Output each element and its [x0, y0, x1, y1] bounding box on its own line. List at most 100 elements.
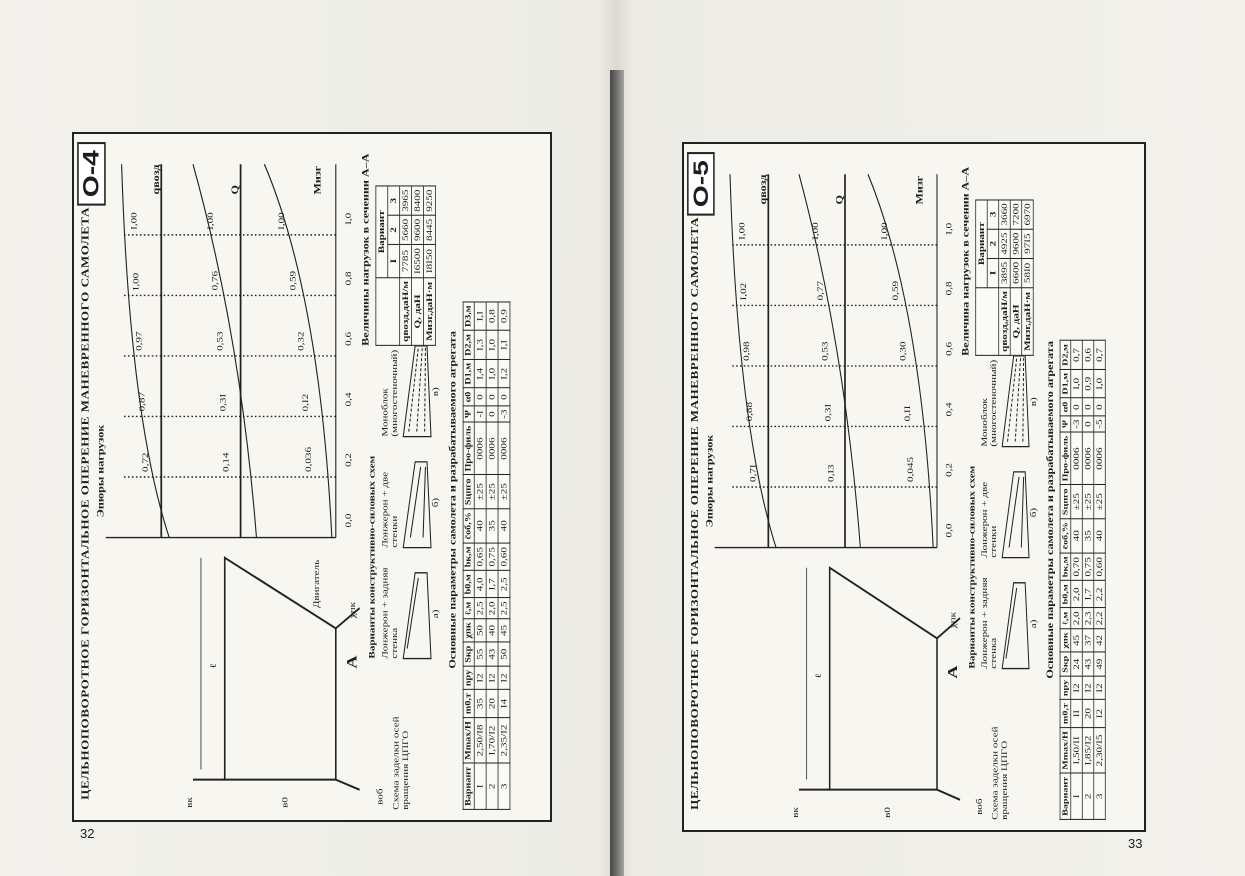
- bk-label: вк: [791, 807, 801, 818]
- loads-col-header: 2: [387, 215, 400, 245]
- qvozd-val-3: 0,97: [134, 331, 144, 351]
- params-cell: I,0: [1093, 369, 1106, 399]
- loads-section-title: Величина нагрузок в сечении А–А: [960, 166, 971, 356]
- loads-cell: 6600: [1010, 258, 1022, 288]
- tick-5: I,0: [343, 212, 354, 225]
- params-cell: 20: [486, 689, 499, 718]
- params-cell: I,4: [474, 359, 487, 389]
- loads-section-title: Величины нагрузок в сечении А–А: [359, 153, 371, 346]
- params-cell: I4: [498, 689, 510, 718]
- params-cell: ±25: [486, 474, 499, 509]
- m-val-5: I,00: [277, 212, 287, 230]
- params-cell: 40: [474, 508, 487, 543]
- l-label: ℓ: [208, 663, 219, 669]
- qvozd-label: qвозд: [757, 174, 769, 205]
- variant-b-label: Лонжерон + две стенки: [380, 471, 400, 548]
- params-cell: I,70/I2: [486, 717, 499, 764]
- qvozd-val-2: 0,87: [137, 392, 147, 412]
- params-cell: 42: [1093, 628, 1106, 653]
- main-params-title: Основные параметры самолета и разрабатыв…: [446, 331, 458, 669]
- params-cell: -I: [474, 405, 487, 423]
- params-cell: I: [1070, 773, 1083, 820]
- params-cell: -3: [498, 405, 510, 423]
- params-cell: 0: [1093, 398, 1106, 416]
- params-cell: 35: [486, 508, 499, 543]
- params-cell: 2,0: [486, 597, 499, 619]
- tick-5: I,0: [944, 222, 954, 235]
- params-cell: ±25: [1093, 484, 1106, 519]
- params-header-cell: Про-филь: [1060, 432, 1071, 485]
- tick-2: 0,4: [944, 402, 954, 417]
- q-val-5: I,00: [811, 222, 821, 240]
- params-cell: ±25: [498, 474, 510, 509]
- params-cell: I: [474, 763, 487, 810]
- rotated-sheet: ЦЕЛЬНОПОВОРОТНОЕ ГОРИЗОНТАЛЬНОЕ ОПЕРЕНИЕ…: [684, 144, 1144, 830]
- m-val-2: 0,II: [903, 405, 913, 422]
- params-header-cell: Про-филь: [463, 422, 475, 475]
- params-cell: 0,60: [1093, 552, 1106, 581]
- params-cell: 0006: [1070, 432, 1083, 485]
- loads-variant-header: Вариант: [375, 186, 388, 278]
- tick-4: 0,8: [944, 281, 954, 296]
- params-cell: I,I: [498, 330, 510, 360]
- params-cell: 0: [1082, 415, 1094, 433]
- params-header-cell: Mmax/H: [1060, 727, 1071, 774]
- params-cell: 2,0: [1070, 607, 1083, 629]
- bob-label: воб: [375, 788, 385, 805]
- q-val-2: 0,3I: [823, 403, 833, 422]
- params-cell: 35: [1082, 518, 1094, 553]
- params-cell: 0,9: [1082, 369, 1094, 399]
- params-cell: 2,35/I2: [498, 717, 510, 764]
- variant-a-label: Лонжерон + задняя стенка: [380, 567, 400, 659]
- planform-diagram: [714, 173, 961, 801]
- loads-col-header: 2: [987, 229, 999, 259]
- params-header-cell: Вариант: [1060, 773, 1071, 820]
- params-cell: I2: [474, 666, 487, 690]
- loads-variant-header: Вариант: [975, 199, 988, 288]
- params-cell: I,I: [474, 301, 487, 331]
- params-cell: 3: [1093, 773, 1106, 820]
- params-cell: 2,50/I8: [474, 717, 487, 764]
- params-cell: 3: [498, 763, 510, 810]
- params-cell: 0: [1070, 398, 1083, 416]
- params-header-cell: D1,м: [1060, 369, 1071, 399]
- loads-row-name: qвозд,даН/м: [998, 287, 1011, 356]
- book-gutter: [610, 70, 624, 876]
- loads-col-header: 3: [387, 186, 400, 216]
- params-cell: ±25: [1082, 484, 1094, 519]
- params-cell: I2: [1093, 699, 1106, 728]
- params-cell: 40: [1093, 518, 1106, 553]
- params-cell: 50: [498, 642, 510, 667]
- params-cell: 0,6: [1082, 340, 1094, 370]
- planform-diagram: [105, 163, 361, 791]
- tick-0: 0,0: [944, 523, 954, 538]
- params-header-cell: Sцпго: [1060, 484, 1071, 519]
- params-cell: I,50/II: [1070, 727, 1083, 774]
- loads-col-header: 3: [987, 199, 999, 230]
- params-header-cell: α0: [1060, 398, 1071, 416]
- params-cell: 35: [474, 689, 487, 718]
- main-params-title: Основные параметры самолета и разрабатыв…: [1044, 341, 1056, 679]
- params-header-cell: b0,м: [463, 570, 475, 598]
- q-val-4: 0,77: [815, 280, 826, 301]
- params-header-cell: Ψ: [1060, 415, 1071, 433]
- qvozd-val-1: 0,7I: [748, 464, 758, 482]
- fixing-scheme: Схема заделки осей вращения ЦПГО: [391, 716, 411, 810]
- qvozd-val-4: I,02: [739, 282, 749, 301]
- params-header-cell: c̄об,%: [463, 508, 475, 543]
- params-header-cell: Mmax/H: [463, 717, 475, 764]
- loads-row-name: Q, даН: [411, 277, 424, 346]
- params-cell: I2: [486, 666, 499, 690]
- variants-heading: Варианты конструктивно-силовых схем: [967, 465, 977, 669]
- params-cell: 0: [1082, 398, 1094, 416]
